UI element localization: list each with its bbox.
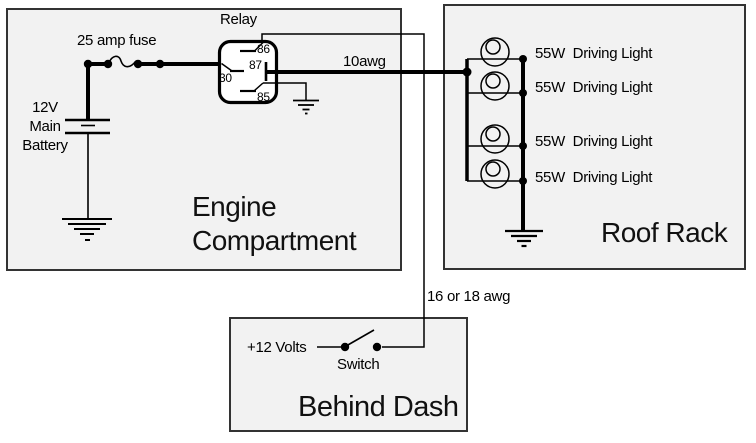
battery-symbol (65, 118, 110, 219)
relay-ground-icon (293, 99, 319, 115)
switch-wire-gauge-label: 16 or 18 awg (427, 288, 511, 305)
light-bus-wires (465, 58, 525, 232)
junction-dots-fuse (83, 59, 165, 69)
behind-dash-box (229, 317, 468, 432)
lamp-icons (480, 37, 510, 189)
plus-12-volts-label: +12 Volts (247, 339, 307, 356)
roof-rack-box (443, 4, 746, 270)
relay-coil-ground-wire (263, 82, 307, 100)
relay-pin-86-label: 86 (257, 42, 270, 56)
junction-dots-switch (340, 342, 382, 352)
roof-ground-icon (505, 229, 543, 248)
driving-light-label-3: 55W Driving Light (535, 133, 653, 150)
battery-label-line3: Battery (22, 137, 68, 154)
relay-symbol (217, 39, 279, 105)
battery-label-line2: Main (29, 118, 61, 135)
battery-label-line1: 12V (32, 99, 58, 116)
driving-light-label-1: 55W Driving Light (535, 45, 653, 62)
battery-label: 12V Main Battery (14, 98, 76, 155)
driving-light-label-4: 55W Driving Light (535, 169, 653, 186)
engine-compartment-box (6, 8, 402, 271)
battery-ground-icon (62, 218, 112, 241)
fuse-label: 25 amp fuse (77, 32, 157, 49)
relay-pin-30-label: 30 (219, 71, 232, 85)
switch-control-wire (261, 33, 425, 348)
roof-rack-title: Roof Rack (601, 217, 728, 248)
fuse-symbol (108, 55, 137, 68)
main-wire-gauge-label: 10awg (343, 53, 386, 70)
behind-dash-title: Behind Dash (298, 391, 459, 423)
junction-dots-lights (462, 55, 527, 185)
driving-light-label-2: 55W Driving Light (535, 79, 653, 96)
relay-label: Relay (220, 11, 257, 28)
battery-power-wire (86, 62, 219, 120)
relay-pin-87-label: 87 (249, 58, 262, 72)
engine-compartment-title: Engine Compartment (192, 191, 357, 256)
relay-pin-85-label: 85 (257, 90, 270, 104)
switch-label: Switch (337, 356, 380, 373)
